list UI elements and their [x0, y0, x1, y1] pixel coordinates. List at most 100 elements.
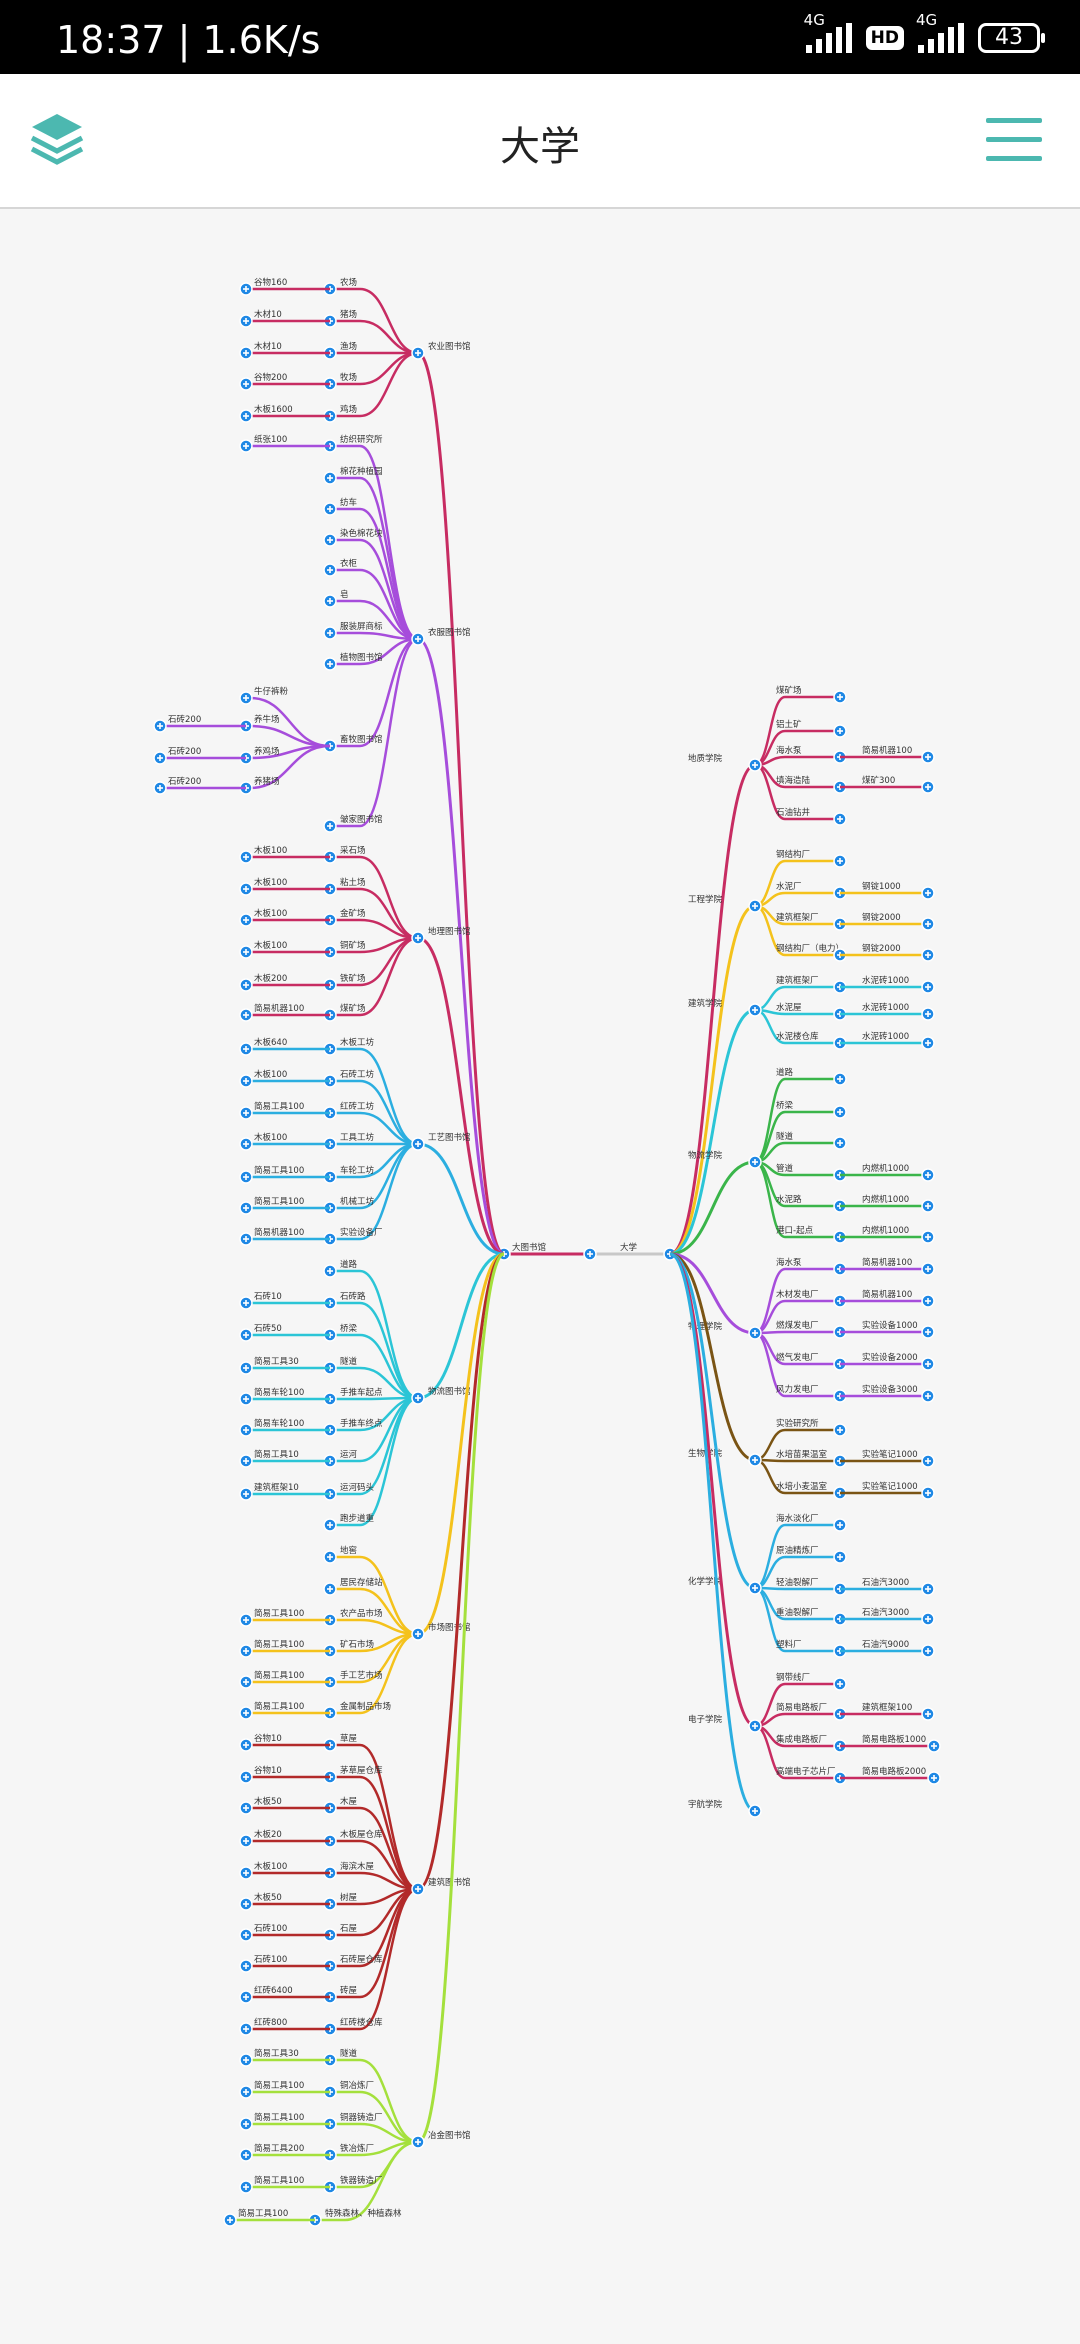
- group-connector-line: [417, 1252, 505, 1891]
- child-node-label: 水培小麦温室: [776, 1481, 828, 1492]
- child-node-label: 桥梁: [776, 1100, 794, 1111]
- child-node-label: 服装屏商标: [340, 621, 383, 632]
- group-label: 工艺图书馆: [428, 1132, 471, 1143]
- child-node-label: 木板工坊: [340, 1037, 375, 1048]
- leaf-label: 木板100: [254, 877, 287, 888]
- signal-icon: 4G: [916, 11, 964, 53]
- menu-icon[interactable]: [986, 118, 1042, 162]
- child-node-label: 石油钻井: [776, 807, 810, 818]
- child-connector-line: [359, 319, 419, 355]
- child-connector-line: [359, 1887, 419, 1999]
- child-node-label: 风力发电厂: [776, 1384, 819, 1395]
- child-node-label: 地窖: [340, 1545, 357, 1556]
- leaf-label: 实验设备1000: [862, 1320, 918, 1331]
- child-node-label: 手推车起点: [340, 1387, 383, 1398]
- child-node-label: 高端电子芯片厂: [776, 1766, 836, 1777]
- leaf-label: 内燃机1000: [862, 1163, 909, 1174]
- leaf-label: 实验设备3000: [862, 1384, 918, 1395]
- child-node-label: 铁矿场: [340, 973, 366, 984]
- child-node-label: 粘土场: [340, 877, 366, 888]
- leaf-label: 简易工具100: [238, 2208, 288, 2219]
- leaf-label: 内燃机1000: [862, 1225, 909, 1236]
- battery-level: 43: [995, 25, 1023, 50]
- subchild-connector-line: [249, 724, 331, 748]
- child-node-label: 皂: [340, 589, 349, 600]
- group-connector-line: [669, 1252, 756, 1590]
- leaf-label: 钢锭2000: [862, 943, 901, 954]
- leaf-label: 简易机器100: [862, 745, 912, 756]
- leaf-label: 木板100: [254, 1132, 287, 1143]
- leaf-label: 木板50: [254, 1796, 282, 1807]
- child-node-label: 水培苗果温室: [776, 1449, 828, 1460]
- child-node-label: 石屋: [340, 1924, 358, 1934]
- leaf-label: 实验笔记1000: [862, 1449, 918, 1460]
- child-node-label: 集成电路板厂: [776, 1734, 827, 1745]
- leaf-label: 煤矿300: [862, 775, 895, 786]
- leaf-label: 水泥砖1000: [862, 975, 909, 986]
- child-node-label: 牧场: [340, 372, 357, 383]
- child-node-label: 铜矿场: [340, 940, 366, 951]
- child-connector-line: [359, 1301, 419, 1400]
- child-node-label: 矿石市场: [340, 1639, 374, 1650]
- child-node-label: 煤矿场: [776, 685, 802, 696]
- leaf-label: 木板100: [254, 845, 287, 856]
- layers-icon[interactable]: [28, 110, 86, 168]
- leaf-label: 简易机器100: [862, 1289, 912, 1300]
- mindmap-svg[interactable]: 大图书馆大学农业图书馆农场谷物160猪场木材10渔场木材10牧场谷物200鸡场木…: [0, 209, 1080, 2340]
- child-node-label: 金属制品市场: [340, 1701, 391, 1712]
- child-node-label: 建筑框架厂: [776, 975, 819, 986]
- child-node-label: 实验设备厂: [340, 1227, 383, 1238]
- leaf-label: 简易电路板2000: [862, 1766, 926, 1777]
- leaf-label: 简易工具100: [254, 1701, 304, 1712]
- child-node-label: 特殊森林、种植森林: [325, 2208, 402, 2219]
- status-time: 18:37 | 1.6K/s: [56, 18, 321, 62]
- child-connector-line: [359, 1269, 419, 1400]
- group-label: 电子学院: [688, 1714, 723, 1725]
- child-node-label: 道路: [776, 1067, 794, 1078]
- child-node-label: 道路: [340, 1259, 358, 1270]
- group-label: 宇航学院: [688, 1799, 723, 1810]
- child-node-label: 纺织研究所: [340, 434, 383, 445]
- leaf-label: 木板50: [254, 1892, 282, 1903]
- child-node-label: 居民存储站: [340, 1577, 383, 1588]
- child-node-label: 轻油裂解厂: [776, 1577, 819, 1588]
- child-node-label: 煤矿场: [340, 1003, 366, 1014]
- child-node-label: 石砖路: [340, 1291, 366, 1302]
- group-connector-line: [669, 1160, 756, 1256]
- child-node-label: 桥梁: [340, 1323, 358, 1334]
- child-connector-line: [359, 351, 419, 418]
- child-connector-line: [359, 287, 419, 355]
- leaf-label: 纸张100: [254, 434, 287, 445]
- group-connector-line: [417, 1252, 505, 1636]
- child-node-label: 手推车终点: [340, 1418, 383, 1429]
- child-node-label: 水泥厂: [776, 881, 802, 892]
- leaf-label: 石砖100: [254, 1923, 287, 1934]
- leaf-label: 简易工具100: [254, 2080, 304, 2091]
- child-node-label: 纺车: [340, 497, 357, 508]
- child-node-label: 原油精炼厂: [776, 1545, 819, 1556]
- child-node-label: 重油裂解厂: [776, 1607, 819, 1618]
- child-node-label: 植物图书馆: [340, 652, 383, 663]
- leaf-label: 简易工具30: [254, 1356, 299, 1367]
- leaf-label: 石砖200: [168, 714, 201, 725]
- leaf-label: 红砖800: [254, 2017, 287, 2028]
- child-connector-line: [359, 637, 419, 828]
- group-label: 冶金图书馆: [428, 2130, 471, 2141]
- group-label: 建筑学院: [688, 998, 723, 1009]
- child-node-label: 管道: [776, 1163, 794, 1174]
- child-node-label: 红砖楼仓库: [340, 2017, 383, 2028]
- child-node-label: 燃煤发电厂: [776, 1320, 819, 1331]
- child-node-label: 铜器铸造厂: [340, 2112, 383, 2123]
- group-connector-line: [417, 936, 505, 1256]
- child-connector-line: [359, 1632, 419, 1715]
- leaf-label: 简易工具200: [254, 2143, 304, 2154]
- app-bar: 大学: [0, 74, 1080, 209]
- leaf-label: 简易机器100: [862, 1257, 912, 1268]
- leaf-label: 谷物200: [254, 372, 287, 383]
- leaf-label: 谷物10: [254, 1733, 282, 1744]
- child-node-label: 填海造陆: [776, 775, 811, 786]
- root-node-label: 大学: [620, 1242, 638, 1253]
- leaf-label: 简易电路板1000: [862, 1734, 926, 1745]
- leaf-label: 木板200: [254, 973, 287, 984]
